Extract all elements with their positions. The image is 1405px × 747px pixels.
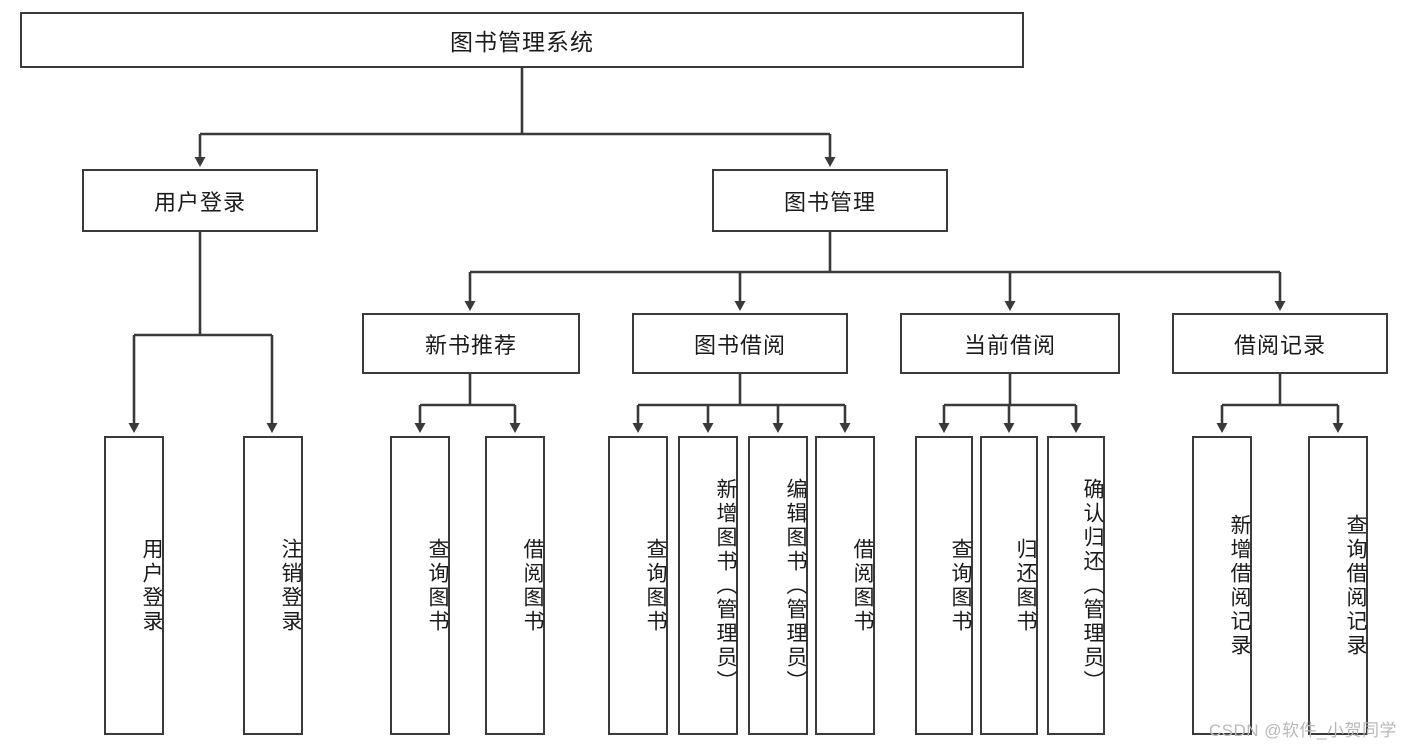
node-current-borrow[interactable]: 当前借阅: [900, 313, 1120, 374]
node-root[interactable]: 图书管理系统: [20, 12, 1024, 68]
node-book-management[interactable]: 图书管理: [712, 169, 948, 232]
leaf-borrow-book-recommend[interactable]: 借阅图书: [485, 436, 545, 735]
leaf-query-book-borrow[interactable]: 查询图书: [608, 436, 668, 735]
leaf-user-login[interactable]: 用户登录: [104, 436, 164, 735]
leaf-query-borrow-record[interactable]: 查询借阅记录: [1308, 436, 1368, 735]
node-new-book-recommend[interactable]: 新书推荐: [362, 313, 580, 374]
leaf-add-book-admin[interactable]: 新增图书（管理员）: [678, 436, 738, 735]
node-borrow-record[interactable]: 借阅记录: [1172, 313, 1388, 374]
leaf-borrow-book[interactable]: 借阅图书: [815, 436, 875, 735]
node-book-borrow[interactable]: 图书借阅: [632, 313, 848, 374]
node-user-login[interactable]: 用户登录: [82, 169, 318, 232]
leaf-query-book-recommend[interactable]: 查询图书: [390, 436, 450, 735]
leaf-logout[interactable]: 注销登录: [243, 436, 303, 735]
leaf-confirm-return-admin[interactable]: 确认归还（管理员）: [1047, 436, 1105, 735]
leaf-edit-book-admin[interactable]: 编辑图书（管理员）: [748, 436, 808, 735]
leaf-add-borrow-record[interactable]: 新增借阅记录: [1192, 436, 1252, 735]
watermark: CSDN @软件_小贺同学: [1208, 721, 1397, 740]
leaf-return-book[interactable]: 归还图书: [980, 436, 1038, 735]
leaf-query-book-current[interactable]: 查询图书: [915, 436, 973, 735]
